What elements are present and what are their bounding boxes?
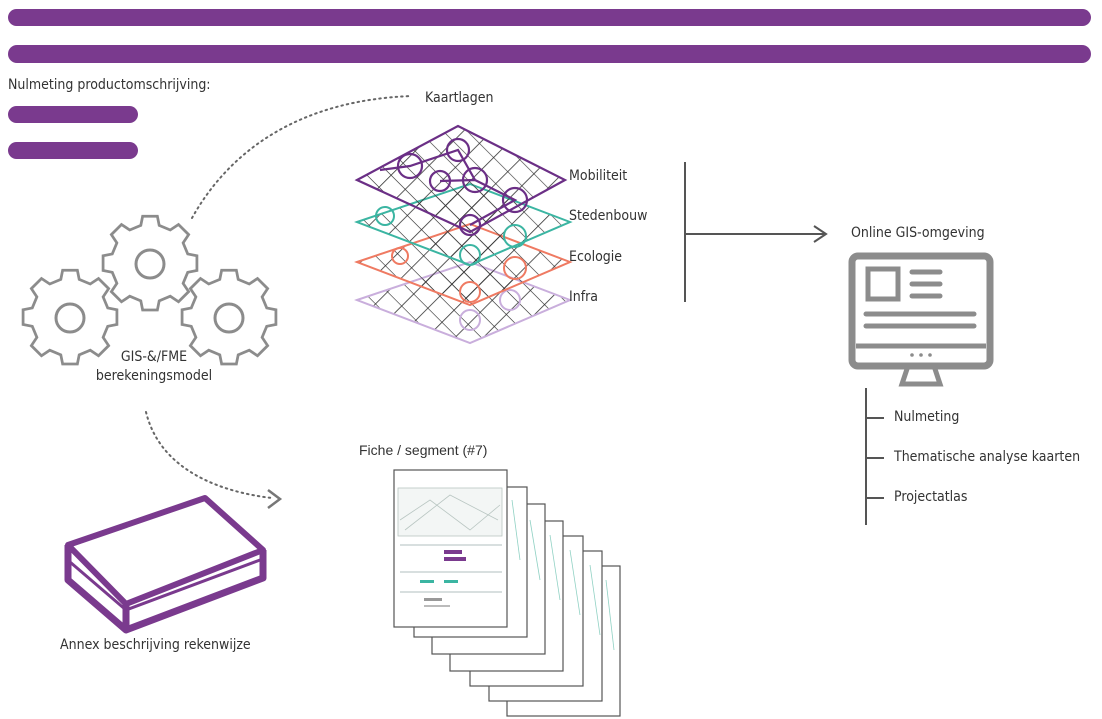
fiche-title: Fiche / segment (#7) xyxy=(359,442,488,458)
gis-model-label-line2: berekeningsmodel xyxy=(95,368,213,384)
placeholder-bar-second xyxy=(8,45,1091,63)
dotted-arrow-to-layers xyxy=(191,95,413,219)
kaartlagen-title: Kaartlagen xyxy=(425,90,494,106)
page-title: Nulmeting productomschrijving: xyxy=(8,77,211,93)
layer-label-ecologie: Ecologie xyxy=(569,249,623,265)
online-gis-title: Online GIS-omgeving xyxy=(851,225,985,241)
output-bracket xyxy=(865,388,884,525)
fiche-front-content xyxy=(397,487,503,607)
placeholder-bar-top xyxy=(8,9,1091,26)
placeholder-bar-short-1 xyxy=(8,106,138,123)
gis-model-label-line1: GIS-&/FME xyxy=(120,349,188,365)
book-icon xyxy=(64,495,267,634)
arrowhead-fiche xyxy=(267,489,283,509)
layer-label-mobiliteit: Mobiliteit xyxy=(569,168,628,184)
layer-label-infra: Infra xyxy=(569,289,599,305)
gear-icon xyxy=(21,214,278,366)
layer-mobiliteit xyxy=(354,124,568,237)
arrowhead-gis xyxy=(813,225,828,243)
placeholder-bar-short-2 xyxy=(8,142,138,159)
output-thematische-analyse: Thematische analyse kaarten xyxy=(894,449,1081,465)
gis-model-label: GIS-&/FME berekeningsmodel xyxy=(74,348,234,386)
output-nulmeting: Nulmeting xyxy=(894,409,960,425)
layer-label-stedenbouw: Stedenbouw xyxy=(569,208,648,224)
monitor-icon xyxy=(848,252,994,387)
output-projectatlas: Projectatlas xyxy=(894,489,968,505)
dotted-arrow-to-fiche xyxy=(145,411,273,499)
fiche-stack-lines xyxy=(511,499,615,651)
annex-label: Annex beschrijving rekenwijze xyxy=(60,637,251,653)
